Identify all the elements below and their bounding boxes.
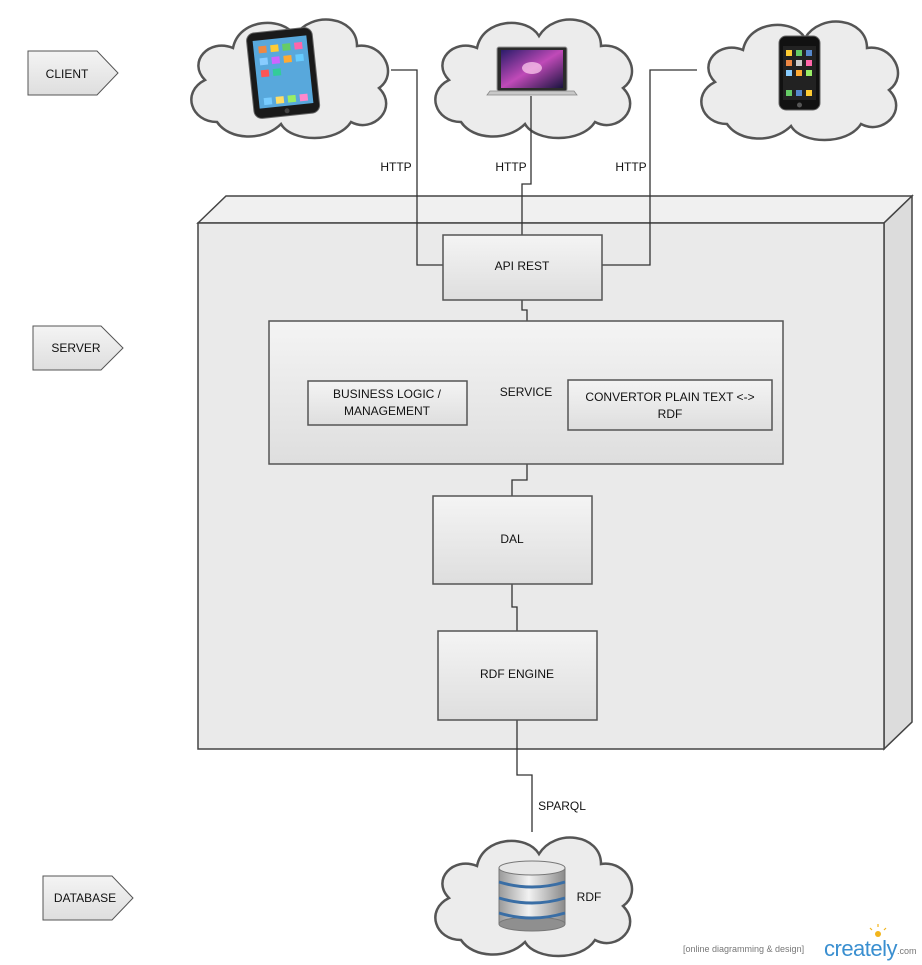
convertor-label-line2: RDF: [658, 407, 683, 421]
database-icon: [498, 860, 566, 932]
http-link-center: [521, 96, 532, 235]
connectors: [391, 69, 697, 832]
phone-icon: [778, 35, 821, 111]
convertor-box: CONVERTOR PLAIN TEXT <-> RDF: [567, 379, 773, 431]
http-label-right: HTTP: [615, 160, 646, 174]
http-label-left: HTTP: [380, 160, 411, 174]
database-tier-text: DATABASE: [54, 891, 116, 905]
business-logic-box: BUSINESS LOGIC / MANAGEMENT: [307, 380, 468, 426]
server-tier-text: SERVER: [51, 341, 100, 355]
server-tier-label: SERVER: [32, 325, 124, 371]
database-tier-label: DATABASE: [42, 875, 134, 921]
dal-box: DAL: [432, 495, 593, 585]
client-tier-label: CLIENT: [27, 50, 119, 96]
watermark-tld: .com: [897, 946, 917, 956]
sparql-link: [516, 720, 533, 832]
link-service-dal: [511, 464, 528, 496]
rdf-engine-label: RDF ENGINE: [480, 667, 554, 681]
rdf-database-label: RDF: [577, 890, 602, 904]
api-rest-label: API REST: [495, 259, 550, 273]
creately-watermark: [online diagramming & design] creately .…: [683, 936, 918, 962]
http-link-left: [391, 69, 443, 266]
sparql-label: SPARQL: [538, 799, 586, 813]
business-logic-label-line2: MANAGEMENT: [344, 404, 431, 418]
http-label-center: HTTP: [495, 160, 526, 174]
http-link-right: [602, 69, 697, 266]
laptop-icon: [486, 46, 578, 96]
dal-label: DAL: [500, 532, 524, 546]
api-rest-box: API REST: [442, 234, 603, 301]
service-label: SERVICE: [500, 385, 552, 399]
watermark-tagline: [online diagramming & design]: [683, 944, 805, 954]
client-tier-text: CLIENT: [46, 67, 89, 81]
convertor-label-line1: CONVERTOR PLAIN TEXT <->: [585, 390, 754, 404]
creately-logo: creately: [824, 936, 898, 961]
rdf-engine-box: RDF ENGINE: [437, 630, 598, 721]
link-api-service: [521, 300, 528, 321]
business-logic-label-line1: BUSINESS LOGIC /: [333, 387, 442, 401]
creately-sun-icon: [869, 924, 887, 937]
tablet-icon: [246, 27, 321, 119]
link-dal-engine: [511, 584, 518, 631]
